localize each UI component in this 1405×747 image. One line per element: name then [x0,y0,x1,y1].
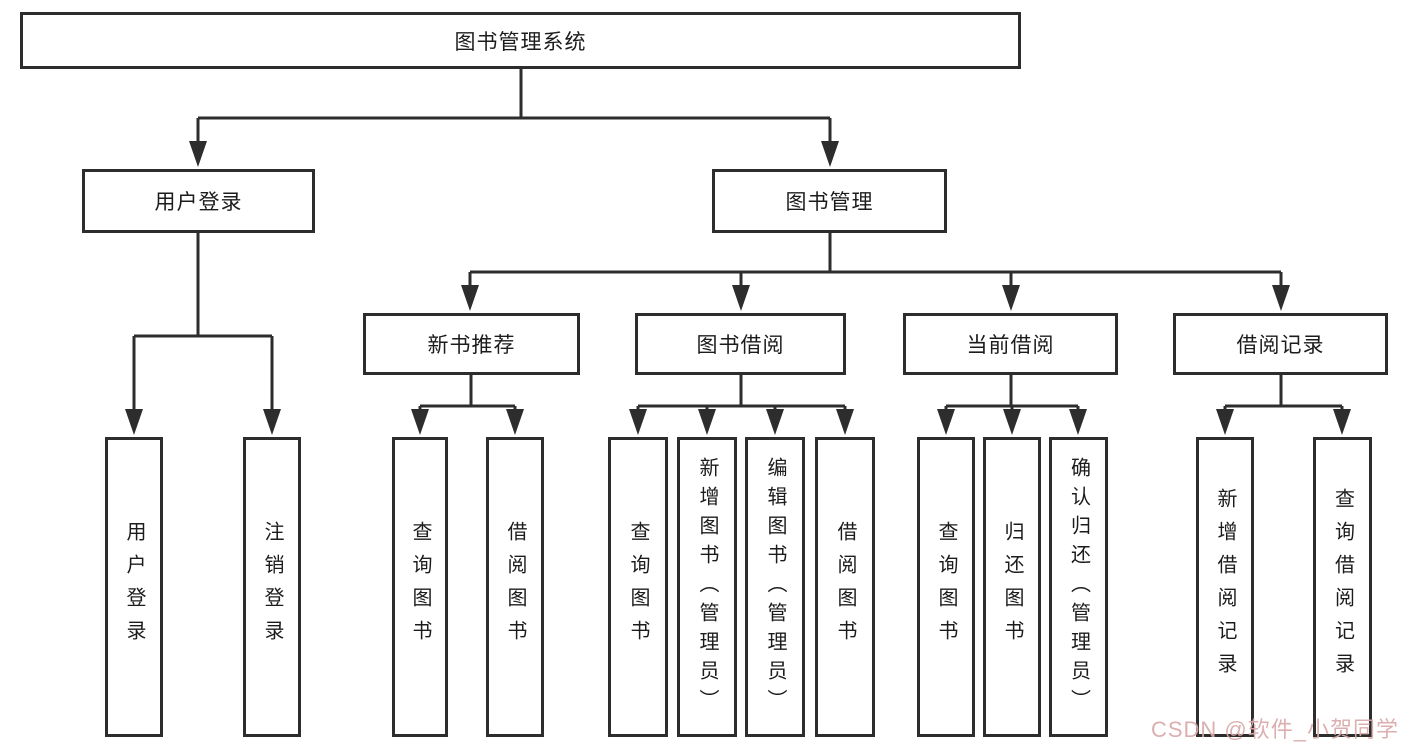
node-current-borrow-label: 当前借阅 [966,334,1055,357]
leaf-current-confirm-admin: 确认归还（管理员） [1049,437,1108,737]
arrowhead [1002,285,1020,311]
node-system-root: 图书管理系统 [20,12,1021,69]
node-book-mgmt: 图书管理 [712,169,947,233]
node-borrow-record: 借阅记录 [1173,313,1388,375]
csdn-watermark: CSDN @软件_小贺同学 [1150,717,1399,742]
leaf-newbook-query-label: 查询图书 [409,521,431,653]
leaf-borrow-query: 查询图书 [608,437,668,737]
connector-borrow-record-children [1216,375,1351,435]
arrowhead [189,141,207,167]
leaf-borrow-query-label: 查询图书 [627,521,649,653]
arrowhead [698,409,716,435]
arrowhead [1333,409,1351,435]
arrowhead [821,141,839,167]
leaf-current-query: 查询图书 [917,437,975,737]
node-current-borrow: 当前借阅 [903,313,1118,375]
connector-user-login-children [125,233,281,435]
leaf-logout-label: 注销登录 [261,521,283,653]
leaf-borrow-borrow: 借阅图书 [815,437,875,737]
leaf-logout: 注销登录 [243,437,301,737]
connector-book-mgmt-children [461,233,1290,311]
leaf-newbook-query: 查询图书 [392,437,448,737]
leaf-borrow-edit-admin: 编辑图书（管理员） [745,437,805,737]
node-book-borrow-label: 图书借阅 [696,334,785,357]
arrowhead [1003,409,1021,435]
arrowhead [937,409,955,435]
node-new-book-rec: 新书推荐 [363,313,580,375]
node-borrow-record-label: 借阅记录 [1236,334,1325,357]
node-new-book-rec-label: 新书推荐 [427,334,516,357]
connector-book-borrow-children [629,375,854,435]
node-user-login-label: 用户登录 [154,191,243,214]
leaf-user-login-label: 用户登录 [123,521,145,653]
node-system-root-label: 图书管理系统 [454,30,587,54]
leaf-newbook-borrow-label: 借阅图书 [504,521,526,653]
arrowhead [1216,409,1234,435]
arrowhead [732,285,750,311]
arrowhead [461,285,479,311]
leaf-current-return: 归还图书 [983,437,1041,737]
node-user-login: 用户登录 [82,169,315,233]
leaf-record-add: 新增借阅记录 [1196,437,1254,737]
leaf-record-add-label: 新增借阅记录 [1214,488,1236,686]
leaf-borrow-add-admin: 新增图书（管理员） [677,437,737,737]
arrowhead [629,409,647,435]
arrowhead [263,409,281,435]
leaf-user-login: 用户登录 [105,437,163,737]
leaf-newbook-borrow: 借阅图书 [486,437,544,737]
connector-root-to-level1 [189,69,839,167]
arrowhead [1272,285,1290,311]
arrowhead [411,409,429,435]
leaf-borrow-edit-admin-label: 编辑图书（管理员） [764,456,786,718]
leaf-current-return-label: 归还图书 [1001,521,1023,653]
arrowhead [1069,409,1087,435]
leaf-borrow-borrow-label: 借阅图书 [834,521,856,653]
leaf-current-confirm-admin-label: 确认归还（管理员） [1067,456,1090,718]
node-book-borrow: 图书借阅 [635,313,846,375]
arrowhead [506,409,524,435]
leaf-record-query: 查询借阅记录 [1313,437,1372,737]
leaf-record-query-label: 查询借阅记录 [1331,488,1354,686]
connector-current-borrow-children [937,375,1087,435]
arrowhead [125,409,143,435]
leaf-current-query-label: 查询图书 [935,521,957,653]
arrowhead [836,409,854,435]
connector-new-book-children [411,375,524,435]
leaf-borrow-add-admin-label: 新增图书（管理员） [696,456,718,718]
arrowhead [766,409,784,435]
node-book-mgmt-label: 图书管理 [785,191,874,214]
